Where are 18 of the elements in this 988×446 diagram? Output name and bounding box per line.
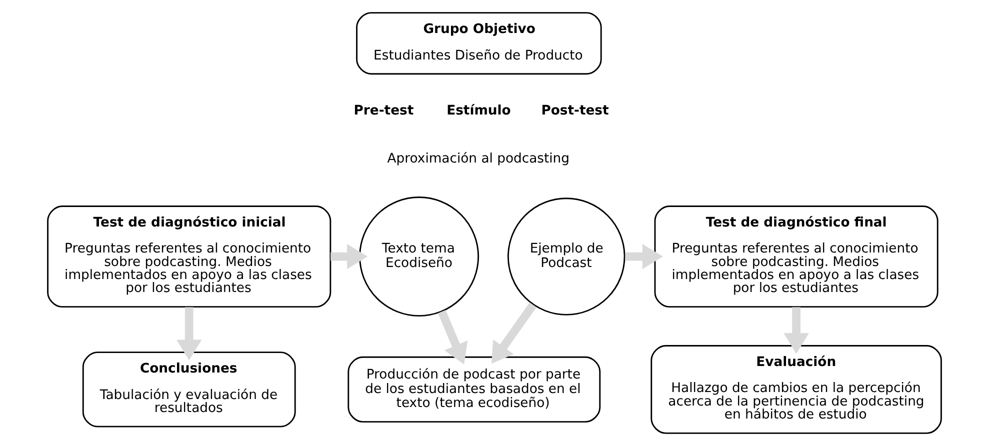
label: Post-test	[540, 103, 608, 118]
arrow	[437, 310, 468, 364]
node-box: Test de diagnóstico inicial Preguntas referentes al conocimiento sobre podcasting. Medios implementados en apoyo a las clases por los estudiantes	[46, 206, 331, 308]
node-box: Conclusiones Tabulación y evaluación de resultados	[82, 352, 296, 428]
arrow	[330, 244, 368, 270]
arrow	[491, 302, 536, 364]
node-box: Evaluación Hallazgo de cambios en la percepción acerca de la pertinencia de podcasting en hábitos de estudio	[650, 345, 942, 434]
label: Pre-test	[353, 103, 414, 118]
node-circle: Texto tema Ecodiseño	[358, 196, 479, 317]
node-box: Producción de podcast por parte de los estudiantes basados en el texto (tema ecodiseño)	[347, 356, 600, 423]
arrow	[624, 244, 662, 270]
arrow	[783, 307, 808, 354]
node-circle: Ejemplo de Podcast	[506, 198, 625, 316]
node-box: Grupo Objetivo Estudiantes Diseño de Producto	[356, 12, 602, 75]
arrow	[176, 307, 202, 360]
label: Aproximación al podcasting	[386, 151, 570, 166]
node-box: Test de diagnóstico final Preguntas referentes al conocimiento sobre podcasting. Medios implementados en apoyo a las clases por los estudiantes	[654, 206, 938, 308]
label: Estímulo	[446, 103, 510, 118]
